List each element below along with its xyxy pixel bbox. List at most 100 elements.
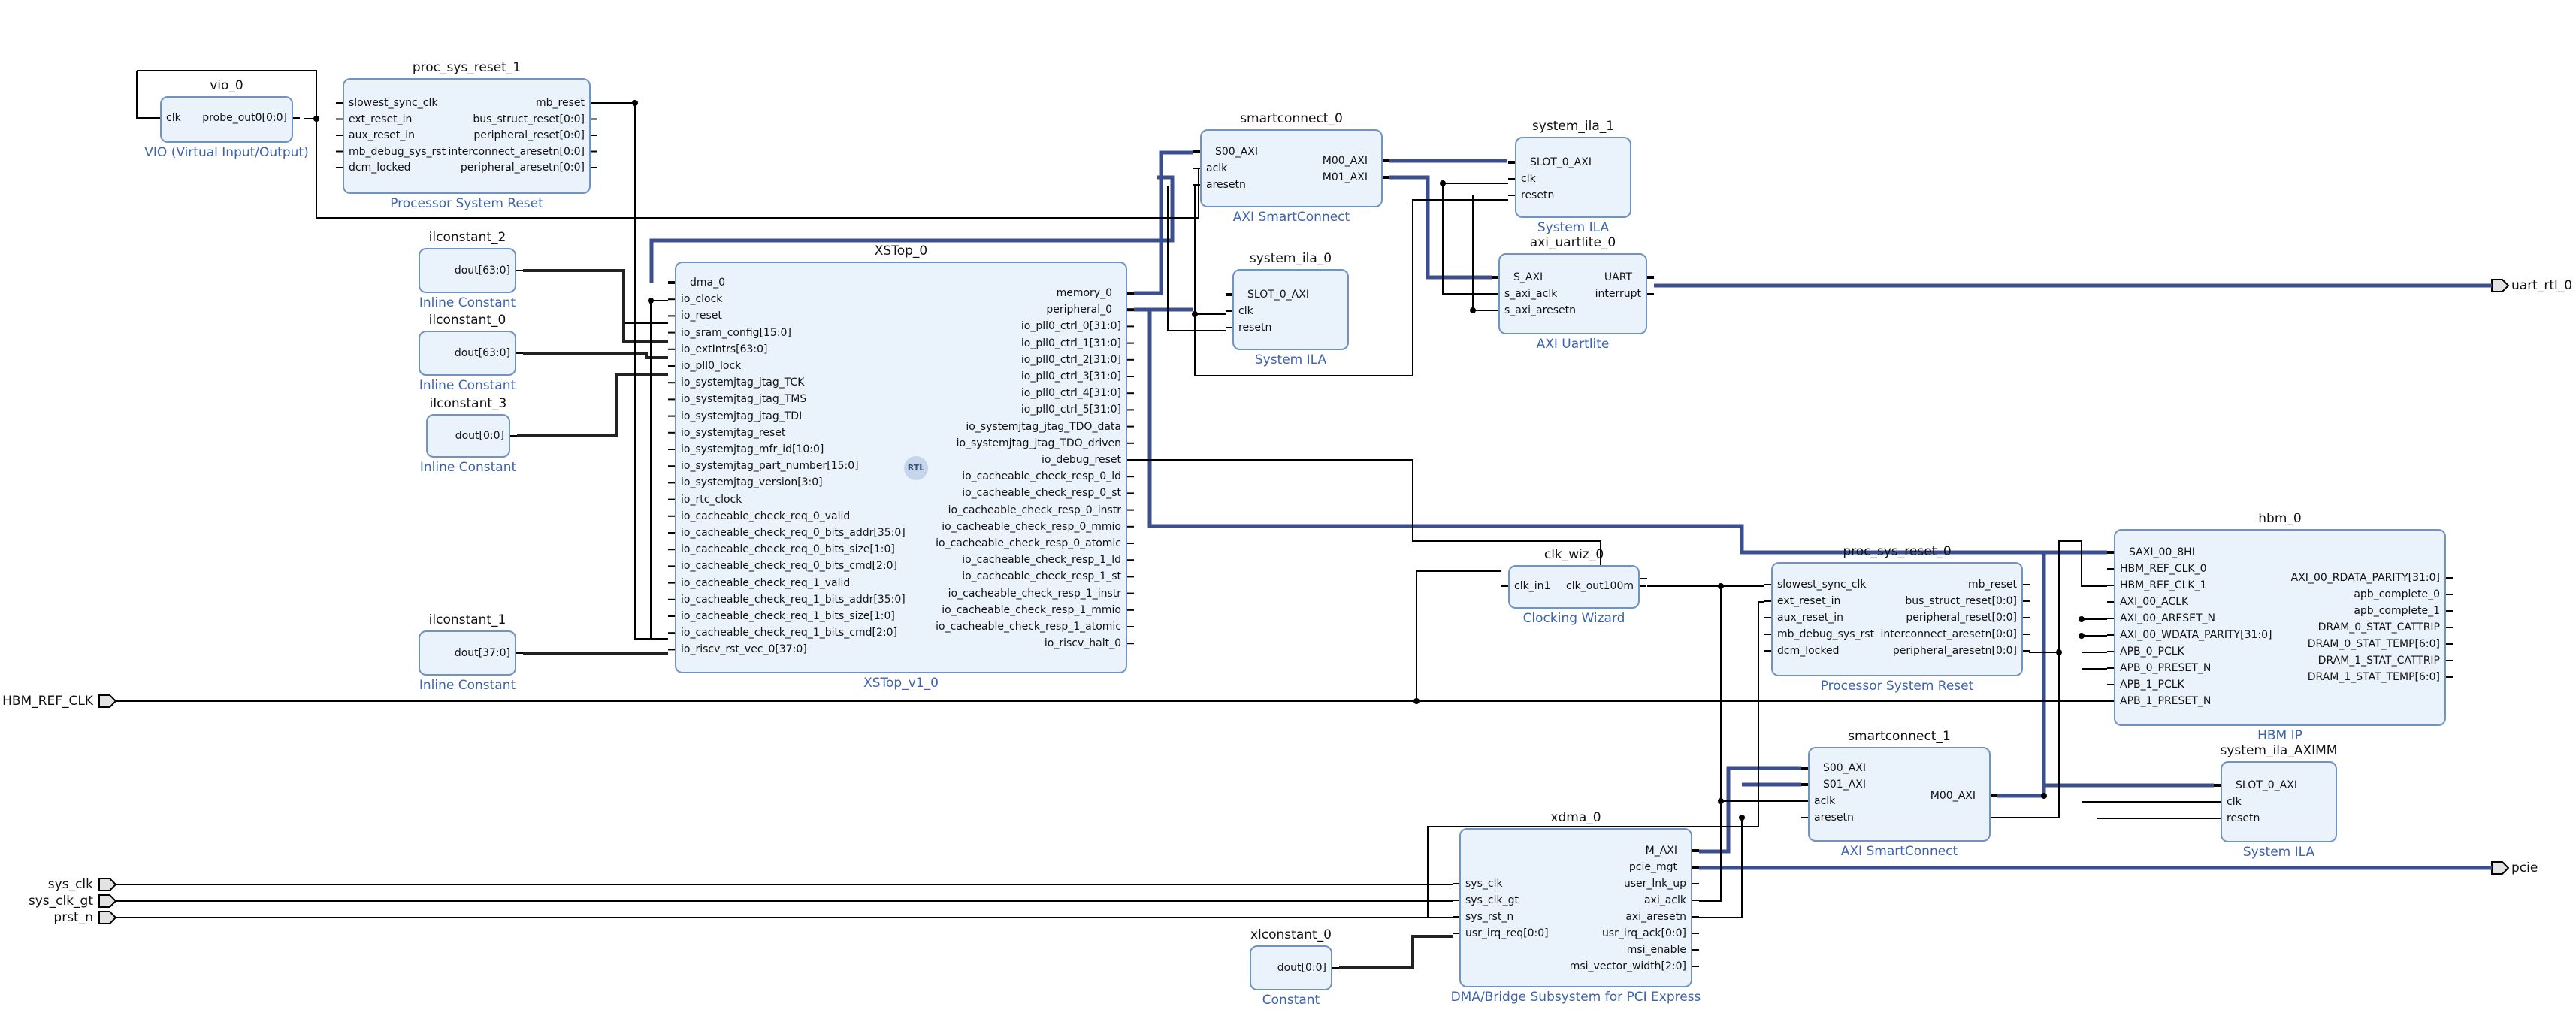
- pin-dout-0-0-[interactable]: dout[0:0]: [455, 430, 504, 442]
- pin-pcie-mgt[interactable]: pcie_mgt: [1628, 861, 1677, 873]
- external-port-hbm-ref-clk[interactable]: HBM_REF_CLK: [2, 694, 93, 709]
- pin-io-cacheable-check-req-0-bits-cmd-2-0-[interactable]: io_cacheable_check_req_0_bits_cmd[2:0]: [681, 560, 897, 573]
- block-axi_uartlite_0[interactable]: [1498, 253, 1647, 334]
- pin-ext-reset-in[interactable]: ext_reset_in: [349, 113, 413, 125]
- pin-axi-00-rdata-parity-31-0-[interactable]: AXI_00_RDATA_PARITY[31:0]: [2290, 572, 2440, 584]
- pin-aclk[interactable]: aclk: [1814, 795, 1836, 807]
- pin-io-systemjtag-jtag-tdo-data[interactable]: io_systemjtag_jtag_TDO_data: [966, 420, 1121, 433]
- pin-io-cacheable-check-req-1-valid[interactable]: io_cacheable_check_req_1_valid: [681, 576, 851, 589]
- block-smartconnect_0[interactable]: [1200, 129, 1383, 207]
- pin-io-cacheable-check-req-1-bits-addr-35-0-[interactable]: io_cacheable_check_req_1_bits_addr[35:0]: [681, 593, 906, 606]
- block-ilconstant_1[interactable]: [419, 630, 516, 676]
- pin-saxi-00-8hi[interactable]: SAXI_00_8HI: [2129, 546, 2195, 558]
- pin-io-cacheable-check-resp-1-st[interactable]: io_cacheable_check_resp_1_st: [962, 570, 1121, 583]
- pin-dout-63-0-[interactable]: dout[63:0]: [454, 347, 510, 359]
- pin-peripheral-reset-0-0-[interactable]: peripheral_reset[0:0]: [473, 129, 585, 141]
- pin-s-axi[interactable]: S_AXI: [1513, 271, 1543, 283]
- pin-io-pll0-ctrl-2-31-0-[interactable]: io_pll0_ctrl_2[31:0]: [1020, 353, 1121, 366]
- pin-s00-axi[interactable]: S00_AXI: [1823, 762, 1866, 774]
- pin-s00-axi[interactable]: S00_AXI: [1215, 146, 1258, 158]
- pin-dram-0-stat-cattrip[interactable]: DRAM_0_STAT_CATTRIP: [2317, 621, 2440, 634]
- pin-m00-axi[interactable]: M00_AXI: [1930, 790, 1976, 802]
- pin-io-reset[interactable]: io_reset: [681, 310, 722, 322]
- block-proc_sys_reset_1[interactable]: [343, 78, 591, 194]
- pin-dout-63-0-[interactable]: dout[63:0]: [454, 265, 510, 277]
- pin-dcm-locked[interactable]: dcm_locked: [1777, 645, 1840, 657]
- block-smartconnect_1[interactable]: [1808, 747, 1991, 842]
- pin-io-cacheable-check-resp-0-mmio[interactable]: io_cacheable_check_resp_0_mmio: [942, 520, 1121, 533]
- pin-mb-reset[interactable]: mb_reset: [536, 97, 585, 109]
- pin-axi-aresetn[interactable]: axi_aresetn: [1625, 911, 1686, 923]
- pin-dram-1-stat-cattrip[interactable]: DRAM_1_STAT_CATTRIP: [2317, 655, 2440, 667]
- pin-s-axi-aresetn[interactable]: s_axi_aresetn: [1504, 304, 1576, 316]
- pin-aux-reset-in[interactable]: aux_reset_in: [349, 129, 415, 141]
- pin-apb-0-preset-n[interactable]: APB_0_PRESET_N: [2120, 662, 2212, 674]
- pin-usr-irq-req-0-0-[interactable]: usr_irq_req[0:0]: [1465, 927, 1549, 939]
- pin-s01-axi[interactable]: S01_AXI: [1823, 779, 1866, 791]
- pin-io-cacheable-check-resp-0-st[interactable]: io_cacheable_check_resp_0_st: [962, 487, 1121, 500]
- pin-usr-irq-ack-0-0-[interactable]: usr_irq_ack[0:0]: [1601, 927, 1686, 939]
- pin-slot-0-axi[interactable]: SLOT_0_AXI: [1530, 156, 1592, 168]
- pin-resetn[interactable]: resetn: [1521, 189, 1555, 201]
- pin-dout-37-0-[interactable]: dout[37:0]: [454, 647, 510, 659]
- pin-dram-0-stat-temp-6-0-[interactable]: DRAM_0_STAT_TEMP[6:0]: [2307, 638, 2440, 650]
- pin-aresetn[interactable]: aresetn: [1206, 179, 1246, 191]
- pin-io-cacheable-check-req-0-valid[interactable]: io_cacheable_check_req_0_valid: [681, 510, 851, 522]
- pin-io-cacheable-check-resp-0-ld[interactable]: io_cacheable_check_resp_0_ld: [962, 470, 1121, 483]
- pin-io-rtc-clock[interactable]: io_rtc_clock: [681, 493, 742, 506]
- pin-sys-clk-gt[interactable]: sys_clk_gt: [1465, 894, 1519, 906]
- block-hbm_0[interactable]: [2114, 529, 2446, 726]
- pin-io-pll0-ctrl-1-31-0-[interactable]: io_pll0_ctrl_1[31:0]: [1020, 337, 1121, 349]
- external-port-sys-clk[interactable]: sys_clk: [47, 877, 93, 892]
- external-port-uart-rtl-0[interactable]: uart_rtl_0: [2511, 278, 2573, 293]
- pin-io-cacheable-check-req-1-bits-size-1-0-[interactable]: io_cacheable_check_req_1_bits_size[1:0]: [681, 610, 895, 622]
- pin-msi-enable[interactable]: msi_enable: [1626, 944, 1686, 956]
- pin-axi-00-aclk[interactable]: AXI_00_ACLK: [2120, 596, 2189, 608]
- pin-interrupt[interactable]: interrupt: [1595, 288, 1641, 300]
- pin-io-pll0-ctrl-0-31-0-[interactable]: io_pll0_ctrl_0[31:0]: [1020, 320, 1121, 333]
- pin-dma-0[interactable]: dma_0: [690, 277, 726, 289]
- pin-io-pll0-ctrl-5-31-0-[interactable]: io_pll0_ctrl_5[31:0]: [1020, 404, 1121, 416]
- pin-hbm-ref-clk-1[interactable]: HBM_REF_CLK_1: [2120, 579, 2207, 591]
- pin-sys-clk[interactable]: sys_clk: [1465, 878, 1503, 890]
- pin-dcm-locked[interactable]: dcm_locked: [349, 162, 411, 174]
- pin-io-cacheable-check-resp-1-instr[interactable]: io_cacheable_check_resp_1_instr: [948, 587, 1121, 600]
- pin-io-cacheable-check-resp-0-instr[interactable]: io_cacheable_check_resp_0_instr: [948, 503, 1121, 516]
- pin-io-debug-reset[interactable]: io_debug_reset: [1041, 454, 1121, 466]
- pin-s-axi-aclk[interactable]: s_axi_aclk: [1504, 288, 1558, 300]
- pin-aresetn[interactable]: aresetn: [1814, 812, 1854, 824]
- pin-uart[interactable]: UART: [1604, 271, 1632, 283]
- block-ilconstant_0[interactable]: [419, 331, 516, 376]
- pin-io-pll0-lock[interactable]: io_pll0_lock: [681, 360, 742, 372]
- pin-memory-0[interactable]: memory_0: [1056, 287, 1112, 299]
- external-port-pcie[interactable]: pcie: [2511, 860, 2538, 875]
- pin-io-systemjtag-mfr-id-10-0-[interactable]: io_systemjtag_mfr_id[10:0]: [681, 443, 824, 455]
- pin-io-clock[interactable]: io_clock: [681, 293, 723, 306]
- pin-io-systemjtag-version-3-0-[interactable]: io_systemjtag_version[3:0]: [681, 476, 823, 489]
- pin-io-cacheable-check-resp-1-atomic[interactable]: io_cacheable_check_resp_1_atomic: [936, 621, 1121, 633]
- external-port-prst-n[interactable]: prst_n: [53, 910, 93, 925]
- pin-io-systemjtag-jtag-tck[interactable]: io_systemjtag_jtag_TCK: [681, 376, 805, 389]
- pin-axi-00-wdata-parity-31-0-[interactable]: AXI_00_WDATA_PARITY[31:0]: [2120, 629, 2272, 641]
- pin-peripheral-0[interactable]: peripheral_0: [1046, 304, 1112, 316]
- pin-bus-struct-reset-0-0-[interactable]: bus_struct_reset[0:0]: [1905, 595, 2017, 607]
- block-proc_sys_reset_0[interactable]: [1771, 562, 2023, 676]
- pin-interconnect-aresetn-0-0-[interactable]: interconnect_aresetn[0:0]: [448, 145, 585, 158]
- pin-peripheral-aresetn-0-0-[interactable]: peripheral_aresetn[0:0]: [1892, 645, 2017, 657]
- pin-axi-aclk[interactable]: axi_aclk: [1643, 894, 1686, 906]
- pin-clk[interactable]: clk: [166, 112, 181, 124]
- pin-clk[interactable]: clk: [2227, 796, 2242, 808]
- pin-slowest-sync-clk[interactable]: slowest_sync_clk: [1777, 579, 1867, 591]
- pin-aux-reset-in[interactable]: aux_reset_in: [1777, 612, 1843, 624]
- pin-io-systemjtag-jtag-tdi[interactable]: io_systemjtag_jtag_TDI: [681, 410, 803, 422]
- pin-peripheral-reset-0-0-[interactable]: peripheral_reset[0:0]: [1906, 612, 2017, 624]
- pin-slowest-sync-clk[interactable]: slowest_sync_clk: [349, 97, 438, 109]
- pin-slot-0-axi[interactable]: SLOT_0_AXI: [1247, 289, 1309, 301]
- pin-mb-reset[interactable]: mb_reset: [1968, 579, 2017, 591]
- block-ilconstant_3[interactable]: [426, 414, 510, 458]
- pin-clk[interactable]: clk: [1238, 305, 1253, 317]
- pin-user-lnk-up[interactable]: user_lnk_up: [1623, 878, 1686, 890]
- pin-io-cacheable-check-req-1-bits-cmd-2-0-[interactable]: io_cacheable_check_req_1_bits_cmd[2:0]: [681, 627, 897, 640]
- pin-slot-0-axi[interactable]: SLOT_0_AXI: [2236, 779, 2297, 791]
- pin-io-riscv-halt-0[interactable]: io_riscv_halt_0: [1044, 637, 1121, 650]
